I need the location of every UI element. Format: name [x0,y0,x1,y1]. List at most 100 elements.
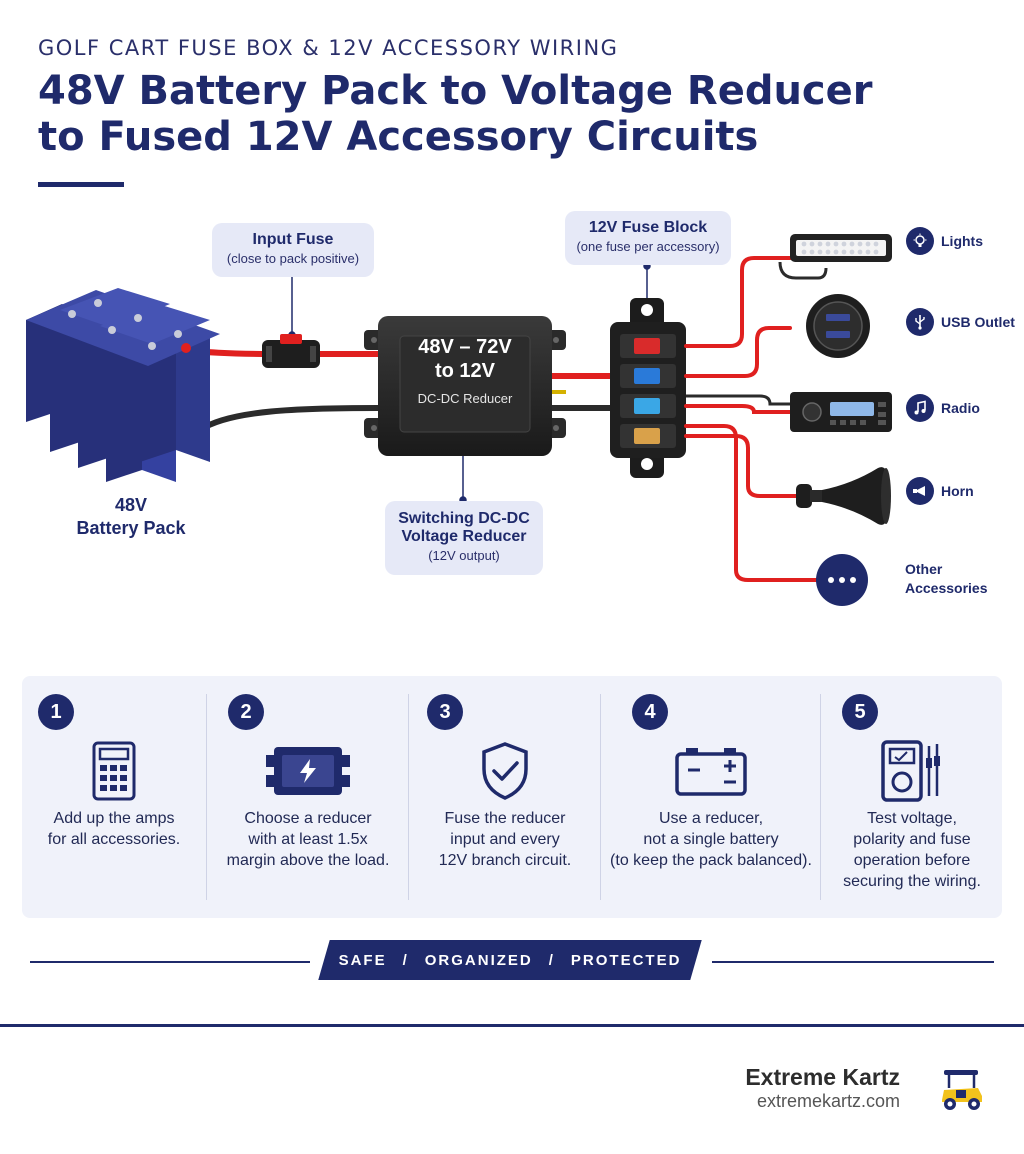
output-wiring [552,373,612,411]
fuse-light-blue [634,398,660,414]
step-5-line-2: polarity and fuse [853,831,971,848]
footer-rule [0,1024,1024,1027]
battery-label-line-1: 48V [114,495,148,515]
multimeter-icon [822,736,1002,806]
voltage-reducer-box [364,316,566,456]
title-line-2: to Fused 12V Accessory Circuits [38,114,759,160]
fuse-block [610,298,686,478]
wire-radio [684,404,792,414]
input-fuse-title: Input Fuse [252,231,334,248]
wiring-diagram [26,234,892,606]
step-5-line-1: Test voltage, [867,810,957,827]
usb-icon [906,308,934,336]
reducer-icon [208,736,408,806]
step-description: Choose a reducer with at least 1.5x marg… [208,808,408,871]
page-title: 48V Battery Pack to Voltage Reducer to F… [38,68,938,160]
battery-terminals [68,299,191,353]
reducer-callout: Switching DC-DC Voltage Reducer (12V out… [385,501,543,575]
reducer-callout-line-2: Voltage Reducer [401,528,527,545]
wire-horn [684,434,798,498]
battery-top-row [26,288,220,366]
light-bar [790,234,892,262]
step-2-line-1: Choose a reducer [244,810,372,827]
step-divider [600,694,601,900]
step-number: 1 [38,694,74,730]
title-line-1: 48V Battery Pack to Voltage Reducer [38,68,873,114]
accessory-label-horn: Horn [941,483,974,499]
calculator-icon [22,736,206,806]
usb-outlet [806,294,870,358]
reducer-callout-line-1: Switching DC-DC [398,510,530,527]
fuse-block-callout: 12V Fuse Block (one fuse per accessory) [565,211,731,265]
battery-label: 48V Battery Pack [58,494,204,540]
reducer-face-line-2: to 12V [434,360,496,382]
step-divider [408,694,409,900]
bulb-icon [906,227,934,255]
shield-check-icon [410,736,600,806]
reducer-face-label: 48V – 72V to 12V DC-DC Reducer [400,335,530,406]
step-4-line-1: Use a reducer, [658,810,764,827]
accessory-label-other: Other Accessories [905,560,988,598]
brand-name: Extreme Kartz [745,1064,900,1090]
battery-label-line-2: Battery Pack [76,518,186,538]
step-1-line-1: Add up the amps [53,810,175,827]
step-5: 5 Test voltage, polarity and fuse operat… [822,676,1002,918]
step-3: 3 Fuse the reducer input and every 12V b… [410,676,600,918]
step-5-line-3: operation before [853,852,971,869]
other-accessories [816,554,868,606]
step-number: 2 [228,694,264,730]
fuse-block-subtitle: (one fuse per accessory) [576,239,720,254]
step-description: Use a reducer, not a single battery (to … [602,808,820,871]
accessory-label-lights: Lights [941,233,983,249]
step-2-line-3: margin above the load. [226,852,390,869]
input-fuse-subtitle: (close to pack positive) [226,251,360,266]
accessory-label-usb: USB Outlet [941,314,1015,330]
step-4-line-2: not a single battery [643,831,779,848]
step-description: Test voltage, polarity and fuse operatio… [822,808,1002,892]
input-fuse-callout: Input Fuse (close to pack positive) [212,223,374,277]
tagline-text: SAFE / ORGANIZED / PROTECTED [324,940,696,980]
step-1: 1 Add up the amps for all accessories. [22,676,206,918]
brand-url[interactable]: extremekartz.com [756,1091,900,1111]
fuse-blue [634,368,660,384]
battery-icon [602,736,820,806]
input-fuse-holder [262,334,320,368]
golf-cart-logo-icon [942,1070,982,1110]
step-4: 4 Use a reducer, not a single battery (t… [602,676,820,918]
step-3-line-3: 12V branch circuit. [438,852,572,869]
horn [796,467,891,525]
accessory-ground-wiring [686,261,828,406]
step-divider [820,694,821,900]
step-number: 4 [632,694,668,730]
tagline-organized: ORGANIZED [424,951,533,969]
eyebrow-label: GOLF CART FUSE BOX & 12V ACCESSORY WIRIN… [38,36,619,60]
tagline-protected: PROTECTED [570,951,682,969]
steps-panel: 1 Add up the amps for all accessories. 2… [22,676,1002,918]
other-label-line-1: Other [905,561,943,577]
step-3-line-1: Fuse the reducer [444,810,566,827]
reducer-face-line-1: 48V – 72V [418,336,512,358]
other-label-line-2: Accessories [905,580,988,596]
radio-unit [790,392,892,432]
wire-other [684,424,818,582]
step-divider [206,694,207,900]
music-note-icon [906,394,934,422]
title-underline [38,182,124,187]
step-description: Fuse the reducer input and every 12V bra… [410,808,600,871]
reducer-face-line-3: DC-DC Reducer [417,391,513,406]
tagline-separator: / [548,951,555,969]
fuse-red [634,338,660,354]
wire-usb [684,326,792,378]
step-2: 2 Choose a reducer with at least 1.5x ma… [208,676,408,918]
step-1-line-2: for all accessories. [47,831,181,848]
accessory-wiring [684,256,818,582]
step-2-line-2: with at least 1.5x [248,831,368,848]
tagline-safe: SAFE [338,951,387,969]
step-4-line-3: (to keep the pack balanced). [610,852,812,869]
battery-pack [26,288,220,482]
step-number: 3 [427,694,463,730]
step-description: Add up the amps for all accessories. [22,808,206,850]
reducer-callout-line-3: (12V output) [428,548,500,563]
horn-icon [906,477,934,505]
fuse-tan [634,428,660,444]
